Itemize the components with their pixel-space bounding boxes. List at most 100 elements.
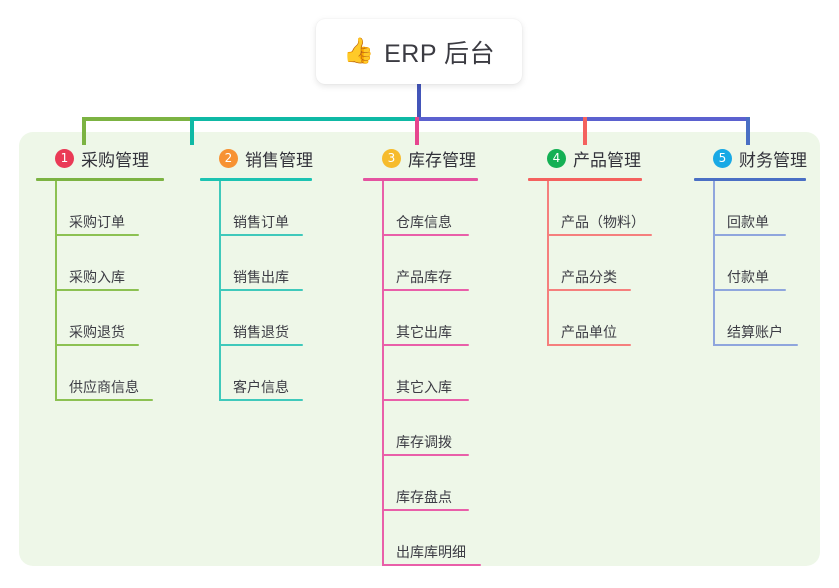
column-badge: 5 [713, 148, 732, 168]
list-item-label: 销售订单 [233, 214, 289, 230]
list-item[interactable]: 客户信息 [200, 346, 350, 401]
drop-connector-col1 [82, 117, 86, 145]
column-rule [528, 178, 642, 181]
list-item[interactable]: 采购订单 [36, 181, 186, 236]
column-badge: 3 [382, 148, 401, 168]
column-badge: 4 [547, 148, 566, 168]
column-inventory: 3 库存管理 仓库信息 产品库存 其它出库 其它入库 库存调拨 库存盘点 [363, 145, 523, 566]
list-item[interactable]: 回款单 [694, 181, 839, 236]
list-item-label: 其它入库 [396, 379, 452, 395]
list-item[interactable]: 其它入库 [363, 346, 523, 401]
drop-connector-col4 [583, 117, 587, 145]
list-item[interactable]: 库存盘点 [363, 456, 523, 511]
column-spine [382, 181, 384, 566]
column-spine [547, 181, 549, 346]
list-item-label: 销售出库 [233, 269, 289, 285]
column-title: 库存管理 [408, 150, 476, 170]
list-item-label: 出库库明细 [396, 544, 466, 560]
list-item-rule [547, 344, 631, 346]
list-item[interactable]: 产品分类 [528, 236, 698, 291]
list-item-rule [382, 564, 481, 566]
column-header[interactable]: 4 产品管理 [528, 145, 698, 171]
column-items: 仓库信息 产品库存 其它出库 其它入库 库存调拨 库存盘点 出库库明细 [363, 181, 523, 566]
list-item-rule [55, 289, 139, 291]
list-item-label: 回款单 [727, 214, 769, 230]
column-finance: 5 财务管理 回款单 付款单 结算账户 [694, 145, 839, 346]
list-item-label: 库存调拨 [396, 434, 452, 450]
list-item-rule [382, 289, 469, 291]
list-item-label: 其它出库 [396, 324, 452, 340]
list-item-label: 采购退货 [69, 324, 125, 340]
root-node-erp-backend[interactable]: 👍 ERP 后台 [316, 19, 522, 84]
list-item-label: 采购入库 [69, 269, 125, 285]
column-spine [713, 181, 715, 346]
column-spine [55, 181, 57, 401]
list-item-rule [382, 454, 469, 456]
drop-connector-col2 [190, 117, 194, 145]
list-item[interactable]: 销售退货 [200, 291, 350, 346]
column-rule [200, 178, 312, 181]
list-item[interactable]: 产品库存 [363, 236, 523, 291]
column-title: 销售管理 [245, 150, 313, 170]
list-item-label: 销售退货 [233, 324, 289, 340]
column-title: 产品管理 [573, 150, 641, 170]
list-item-rule [382, 509, 469, 511]
column-rule [36, 178, 164, 181]
list-item-rule [219, 289, 303, 291]
list-item-rule [382, 344, 469, 346]
column-rule [363, 178, 478, 181]
list-item[interactable]: 库存调拨 [363, 401, 523, 456]
list-item[interactable]: 产品（物料） [528, 181, 698, 236]
trunk-connector [417, 84, 421, 117]
list-item-rule [382, 399, 469, 401]
drop-connector-col3 [415, 117, 419, 145]
column-items: 回款单 付款单 结算账户 [694, 181, 839, 346]
column-sales: 2 销售管理 销售订单 销售出库 销售退货 客户信息 [200, 145, 350, 401]
list-item-rule [55, 399, 153, 401]
list-item[interactable]: 销售订单 [200, 181, 350, 236]
list-item-label: 产品库存 [396, 269, 452, 285]
column-header[interactable]: 3 库存管理 [363, 145, 523, 171]
column-rule [694, 178, 806, 181]
thumbs-up-icon: 👍 [342, 37, 375, 65]
list-item[interactable]: 其它出库 [363, 291, 523, 346]
list-item[interactable]: 产品单位 [528, 291, 698, 346]
list-item[interactable]: 采购入库 [36, 236, 186, 291]
column-items: 销售订单 销售出库 销售退货 客户信息 [200, 181, 350, 401]
bus-segment-purple [415, 117, 750, 121]
bus-segment-green [82, 117, 192, 121]
list-item[interactable]: 采购退货 [36, 291, 186, 346]
list-item[interactable]: 结算账户 [694, 291, 839, 346]
column-title: 财务管理 [739, 150, 807, 170]
drop-connector-col5 [746, 117, 750, 145]
list-item-rule [219, 234, 303, 236]
bus-segment-teal [190, 117, 417, 121]
list-item-label: 客户信息 [233, 379, 289, 395]
list-item-rule [219, 344, 303, 346]
column-product: 4 产品管理 产品（物料） 产品分类 产品单位 [528, 145, 698, 346]
column-items: 采购订单 采购入库 采购退货 供应商信息 [36, 181, 186, 401]
column-items: 产品（物料） 产品分类 产品单位 [528, 181, 698, 346]
diagram-panel [19, 132, 820, 566]
list-item-label: 仓库信息 [396, 214, 452, 230]
list-item-rule [713, 344, 798, 346]
column-badge: 2 [219, 148, 238, 168]
list-item-label: 采购订单 [69, 214, 125, 230]
list-item-label: 产品（物料） [561, 214, 645, 230]
list-item-label: 产品单位 [561, 324, 617, 340]
column-header[interactable]: 1 采购管理 [36, 145, 186, 171]
list-item[interactable]: 仓库信息 [363, 181, 523, 236]
list-item-rule [55, 234, 139, 236]
list-item-label: 供应商信息 [69, 379, 139, 395]
list-item[interactable]: 出库库明细 [363, 511, 523, 566]
list-item[interactable]: 供应商信息 [36, 346, 186, 401]
column-header[interactable]: 5 财务管理 [694, 145, 839, 171]
list-item-label: 付款单 [727, 269, 769, 285]
list-item-rule [713, 289, 786, 291]
column-header[interactable]: 2 销售管理 [200, 145, 350, 171]
list-item[interactable]: 销售出库 [200, 236, 350, 291]
column-title: 采购管理 [81, 150, 149, 170]
list-item[interactable]: 付款单 [694, 236, 839, 291]
root-node-title: ERP 后台 [384, 39, 496, 68]
list-item-label: 产品分类 [561, 269, 617, 285]
